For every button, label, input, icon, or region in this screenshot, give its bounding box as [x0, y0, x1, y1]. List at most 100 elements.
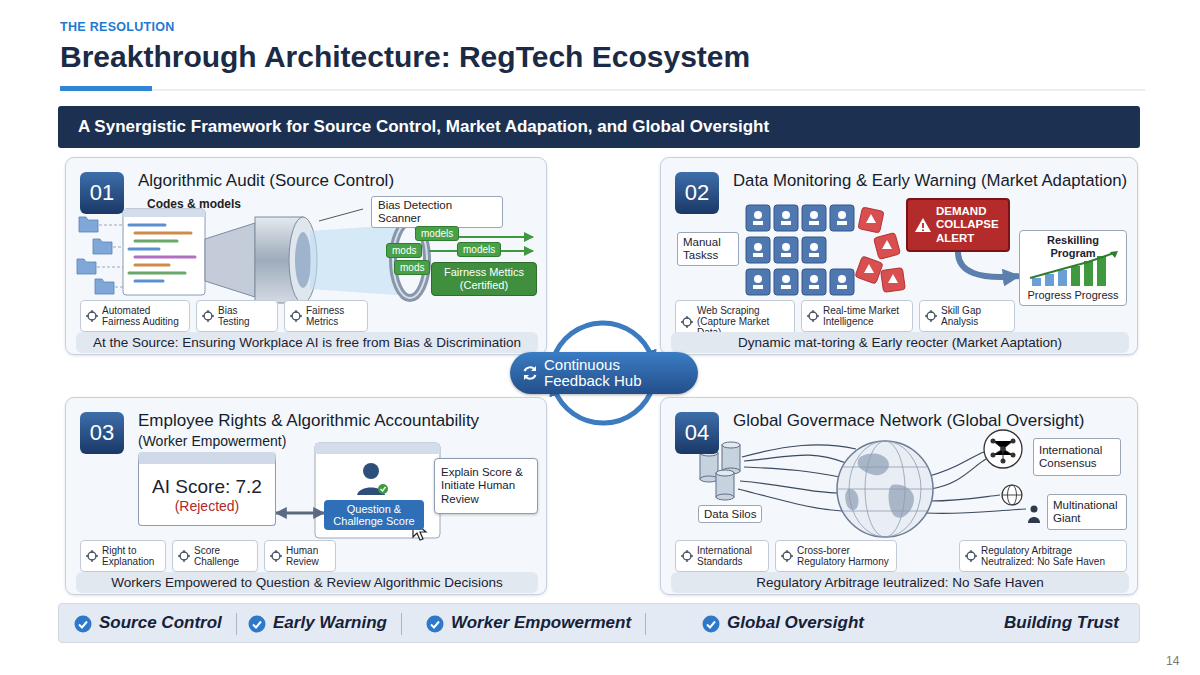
certified-box: Fairness Mettics (Certified)	[431, 262, 537, 296]
task-tile	[830, 269, 854, 295]
network-illustration-part-part	[740, 481, 838, 493]
chip-icon-ring	[180, 552, 188, 560]
chip-icon-spokes	[781, 550, 793, 562]
node-text: (Worker Empowerment)	[138, 433, 536, 449]
panel: Employee Rights & Algorithmic Accountabi…	[65, 397, 547, 595]
audit-illustration-part-part	[129, 248, 159, 251]
tile-glyph	[837, 221, 847, 225]
node-text: 03	[90, 420, 114, 446]
network-illustration-part	[1002, 495, 1022, 496]
node-text: Data Monitoring & Early Warning (Market …	[733, 171, 1127, 191]
chip-icon-spokes	[290, 310, 302, 322]
header-rule-part	[60, 86, 152, 91]
trend-head	[1110, 251, 1118, 258]
chart-bar	[1084, 261, 1093, 286]
chart-bar	[1032, 278, 1041, 286]
chip-icon-spokes	[965, 550, 977, 562]
audit-illustration-part-part	[129, 272, 185, 275]
audit-illustration-part-part	[135, 256, 195, 259]
caption-bar: Workers Empowered to Question & Review A…	[76, 572, 538, 593]
node-text: Reskilling Program	[1025, 234, 1121, 259]
chip-icon-ring	[967, 552, 975, 560]
feature-chip: Score Challenge	[172, 540, 258, 572]
audit-illustration-part-part	[77, 259, 96, 274]
connector-arrow	[958, 252, 1019, 277]
node-text: Multinational Giant	[1053, 499, 1121, 525]
step-badge: 03	[80, 412, 124, 454]
challenge-button: Question & Challenge Score	[324, 500, 424, 530]
node-text: A Synergistic Framework for Source Contr…	[78, 117, 1130, 137]
tile-glyph	[809, 285, 819, 289]
task-tile	[802, 237, 826, 263]
chip-icon	[178, 550, 190, 562]
network-illustration-part-part	[716, 470, 734, 476]
network-illustration-part-part	[1011, 439, 1016, 444]
node-text: 04	[685, 420, 709, 446]
step-badge: 02	[675, 172, 719, 214]
network-illustration-part	[991, 439, 1016, 464]
audit-illustration-part	[319, 209, 363, 221]
tile-glyph	[838, 211, 846, 219]
chip-icon-ring	[292, 312, 300, 320]
task-tile	[830, 205, 854, 231]
node-text: Worker Empowerment	[451, 613, 631, 633]
summary-bar: Source Control Early Warning Worker Empowe…	[58, 603, 1140, 643]
audit-illustration-part-part	[79, 217, 98, 232]
node-text: (Rejected)	[175, 498, 240, 514]
label-text: mods	[386, 243, 422, 258]
feature-chip: Right to Explanation	[80, 540, 166, 572]
node-text: Real-time Market Intelligence	[823, 305, 906, 327]
chip-icon-ring	[88, 552, 96, 560]
separator	[645, 613, 646, 635]
network-illustration-part	[837, 441, 933, 537]
chip-icon-spokes	[86, 550, 98, 562]
network-illustration-part-part	[993, 441, 1013, 461]
tile-glyph	[753, 253, 763, 257]
refresh-icon	[521, 364, 539, 382]
rights-illustration-part	[363, 463, 379, 479]
monitoring-illustration-part-part	[864, 214, 898, 283]
check-circle	[703, 616, 720, 633]
label-text: Codes & models	[147, 197, 241, 211]
tile-glyph	[837, 285, 847, 289]
node-text: Progress Progress	[1025, 289, 1121, 302]
chart-bar	[1071, 266, 1080, 286]
rights-illustration-part	[378, 484, 388, 494]
review-box: Explain Score & Initiate Human Review	[434, 458, 538, 514]
node-text: Automated Fairness Auditing	[102, 305, 183, 327]
chip-icon	[86, 310, 98, 322]
monitoring-illustration-part	[855, 207, 906, 292]
node-text: Source Control	[99, 613, 222, 633]
node-text: Right to Explanation	[102, 545, 159, 567]
tile-glyph	[754, 275, 762, 283]
node-text: Global Govermace Network (Global Oversig…	[733, 411, 1127, 431]
header-rule	[60, 86, 1145, 91]
network-illustration-part-part	[1001, 459, 1006, 464]
audit-illustration-part-part	[135, 280, 163, 283]
panel-ground-part	[660, 157, 1138, 355]
task-tile	[746, 205, 770, 231]
chip-icon	[290, 310, 302, 322]
network-illustration-part	[993, 441, 1013, 461]
network-illustration-part-part	[716, 473, 734, 497]
node-text: Fairness Metrics	[306, 305, 361, 327]
audit-illustration-part-part	[95, 279, 114, 294]
task-box: Manual Taskss	[677, 232, 739, 266]
node-text: Continuous Feedback Hub	[544, 357, 686, 390]
panel-ground	[65, 157, 1138, 595]
tile-glyph	[782, 275, 790, 283]
label-text: 14	[1166, 654, 1179, 668]
node-text: Early Warning	[273, 613, 387, 633]
node-text: At the Source: Ensuring Workplace AI is …	[82, 335, 532, 350]
label-text: mods	[394, 260, 430, 275]
network-illustration-part-part	[858, 454, 889, 476]
node-text: Employee Rights & Algorithmic Accountabi…	[138, 411, 536, 431]
check-circle	[75, 616, 92, 633]
chip-icon	[681, 316, 693, 328]
chart-bar	[1058, 270, 1067, 286]
check-icon	[702, 615, 720, 633]
caption-bar: Regulatory Arbitrage leutralized: No Saf…	[671, 572, 1129, 593]
node-text: Bias Detection Scanner	[378, 199, 496, 225]
separator	[401, 613, 402, 635]
panel-ground-part	[660, 397, 1138, 595]
